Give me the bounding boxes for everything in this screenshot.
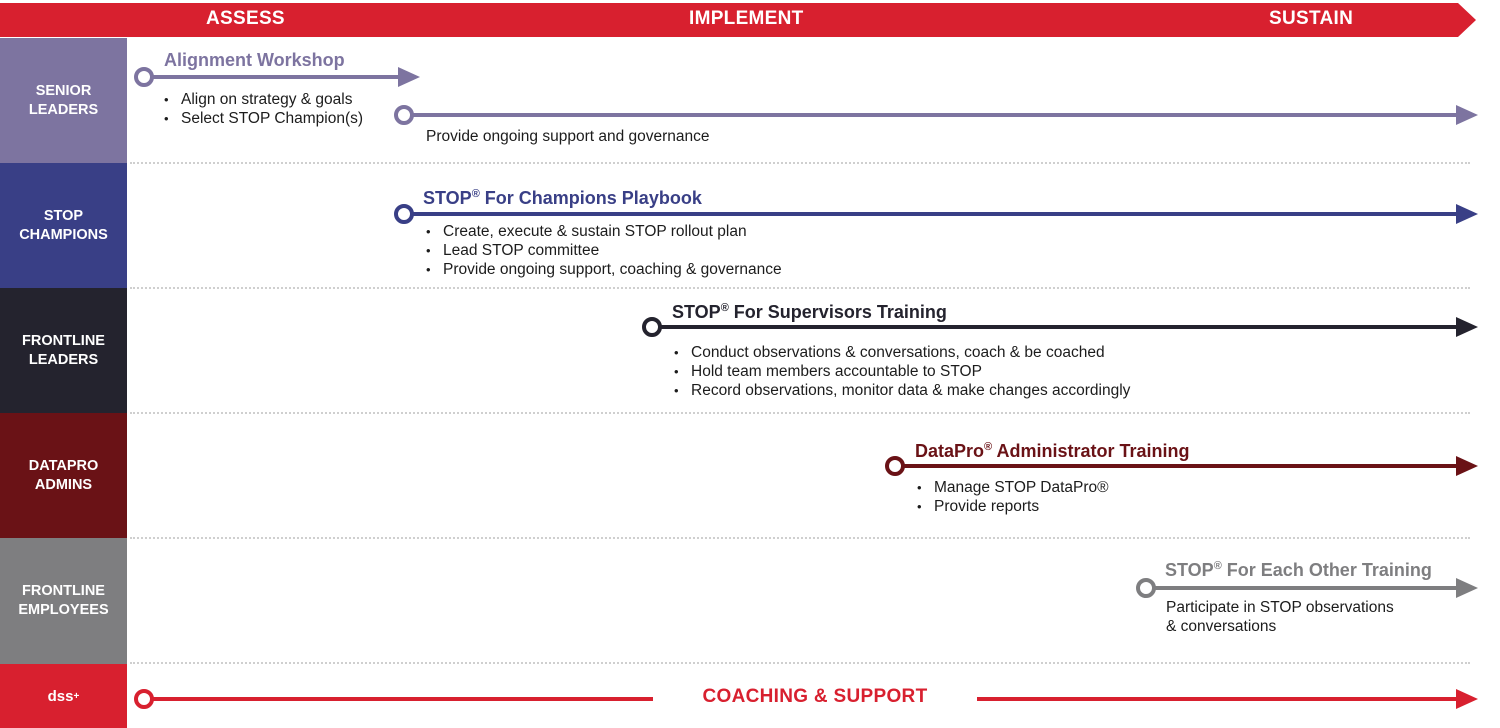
row-label-line: EMPLOYEES [18, 602, 109, 618]
phase-sustain: SUSTAIN [1269, 8, 1354, 29]
row-label-line: DATAPRO [28, 457, 99, 474]
dss-label-sup: + [73, 690, 80, 702]
row-label-line: ADMINS [34, 476, 93, 493]
dss-label: dss [47, 687, 74, 705]
row-label-line: CHAMPIONS [19, 226, 108, 243]
list-item: Manage STOP DataPro® [917, 478, 1109, 497]
alignment-workshop-bullets: Align on strategy & goals Select STOP Ch… [164, 90, 363, 128]
row-label-line: SENIOR [35, 82, 92, 99]
governance-arrow [394, 105, 1478, 125]
registered-mark: ® [720, 302, 729, 314]
each-other-training-arrow [1136, 578, 1478, 598]
datapro-training-arrow [885, 456, 1478, 476]
title-text: STOP [672, 302, 721, 322]
title-text: For Each Other Training [1221, 560, 1432, 580]
row-label-senior-leaders: SENIOR LEADERS [0, 38, 127, 163]
title-text: STOP [1165, 560, 1214, 580]
champions-playbook-title: STOP® For Champions Playbook [423, 188, 702, 209]
alignment-workshop-title: Alignment Workshop [164, 50, 345, 70]
row-label-datapro-admins: DATAPRO ADMINS [0, 413, 127, 538]
list-item: Lead STOP committee [426, 241, 782, 260]
list-item: Create, execute & sustain STOP rollout p… [426, 222, 782, 241]
title-text: STOP [423, 188, 472, 208]
phase-implement: IMPLEMENT [689, 8, 804, 29]
governance-text: Provide ongoing support and governance [426, 128, 710, 145]
row-label-stop-champions: STOP CHAMPIONS [0, 163, 127, 288]
row-label-frontline-leaders: FRONTLINE LEADERS [0, 288, 127, 413]
supervisors-training-bullets: Conduct observations & conversations, co… [674, 343, 1130, 400]
registered-mark: ® [1213, 560, 1222, 572]
row-label-dss: dss+ [0, 664, 127, 728]
title-text: For Supervisors Training [728, 302, 947, 322]
champions-playbook-arrow [394, 204, 1478, 224]
phase-assess: ASSESS [206, 8, 285, 29]
list-item: Conduct observations & conversations, co… [674, 343, 1130, 362]
each-other-training-title: STOP® For Each Other Training [1165, 560, 1432, 581]
each-other-text-line1: Participate in STOP observations [1166, 599, 1394, 616]
row-separator [130, 162, 1470, 164]
phase-banner-arrow [0, 3, 1476, 37]
row-separator [130, 287, 1470, 289]
registered-mark: ® [984, 441, 993, 453]
list-item: Select STOP Champion(s) [164, 109, 363, 128]
row-label-line: FRONTLINE [22, 583, 105, 599]
row-separator [130, 412, 1470, 414]
coaching-support-label: COACHING & SUPPORT [702, 686, 928, 707]
datapro-training-title: DataPro® Administrator Training [915, 441, 1190, 462]
list-item: Provide ongoing support, coaching & gove… [426, 260, 782, 279]
row-label-line: LEADERS [28, 351, 99, 368]
list-item: Align on strategy & goals [164, 90, 363, 109]
alignment-workshop-arrow [134, 67, 420, 87]
list-item: Hold team members accountable to STOP [674, 362, 1130, 381]
row-label-line: LEADERS [28, 101, 99, 118]
title-text: For Champions Playbook [479, 188, 702, 208]
list-item: Provide reports [917, 497, 1109, 516]
champions-playbook-bullets: Create, execute & sustain STOP rollout p… [426, 222, 782, 279]
supervisors-training-arrow [642, 317, 1478, 337]
row-label-frontline-employees: FRONTLINE EMPLOYEES [0, 538, 127, 664]
supervisors-training-title: STOP® For Supervisors Training [672, 302, 947, 323]
datapro-training-bullets: Manage STOP DataPro® Provide reports [917, 478, 1109, 516]
row-label-line: FRONTLINE [22, 332, 105, 349]
title-text: Administrator Training [992, 441, 1190, 461]
row-label-line: STOP [43, 207, 84, 224]
title-text: DataPro [915, 441, 985, 461]
each-other-text-line2: & conversations [1166, 618, 1277, 635]
coaching-support-arrow [134, 689, 1478, 709]
row-separator [130, 662, 1470, 664]
phase-banner: ASSESS IMPLEMENT SUSTAIN [0, 0, 1500, 38]
row-separator [130, 537, 1470, 539]
list-item: Record observations, monitor data & make… [674, 381, 1130, 400]
registered-mark: ® [471, 188, 480, 200]
